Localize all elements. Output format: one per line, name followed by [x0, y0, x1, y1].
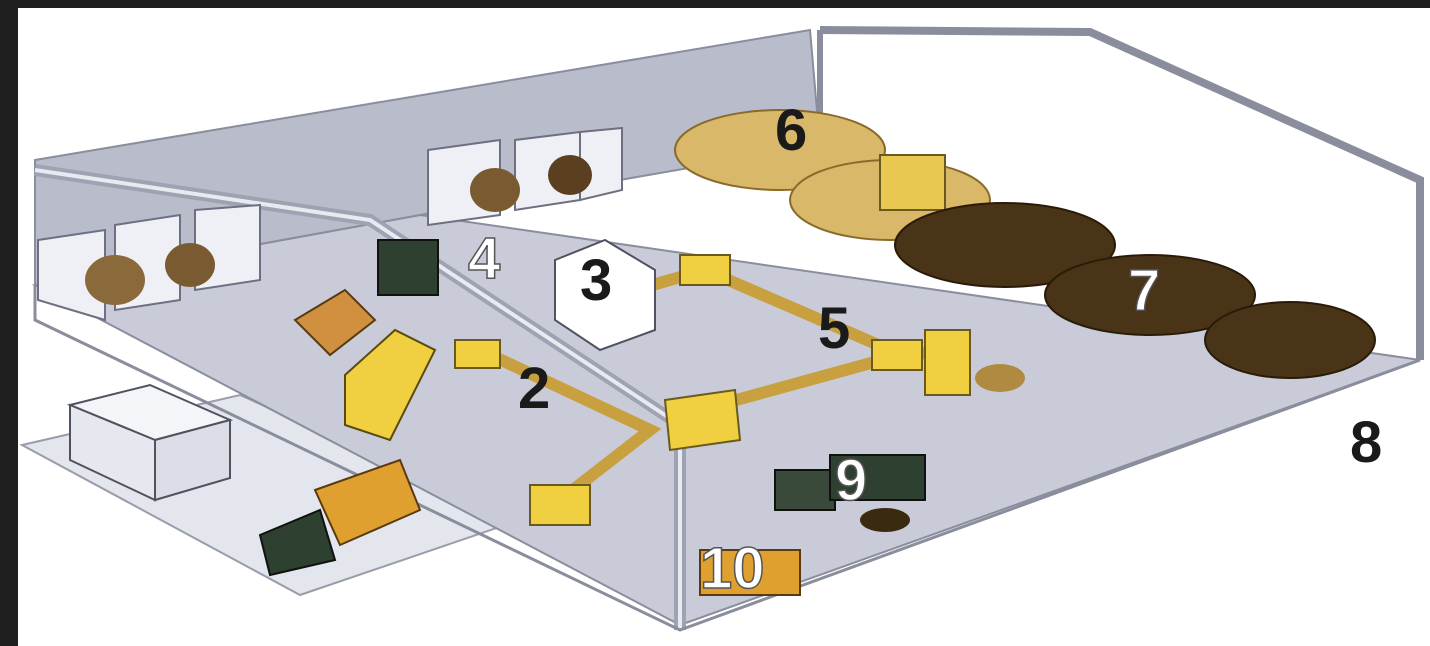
label-5: 5 [818, 296, 850, 361]
label-4: 4 [468, 226, 500, 291]
label-9: 9 [835, 448, 867, 513]
label-8: 8 [1350, 410, 1382, 475]
label-10: 10 [700, 536, 765, 601]
label-7: 7 [1128, 258, 1160, 323]
label-3: 3 [580, 248, 612, 313]
green-tractor [378, 240, 438, 295]
windrow-turner [880, 155, 945, 210]
label-6: 6 [775, 98, 807, 163]
label-2: 2 [518, 356, 550, 421]
